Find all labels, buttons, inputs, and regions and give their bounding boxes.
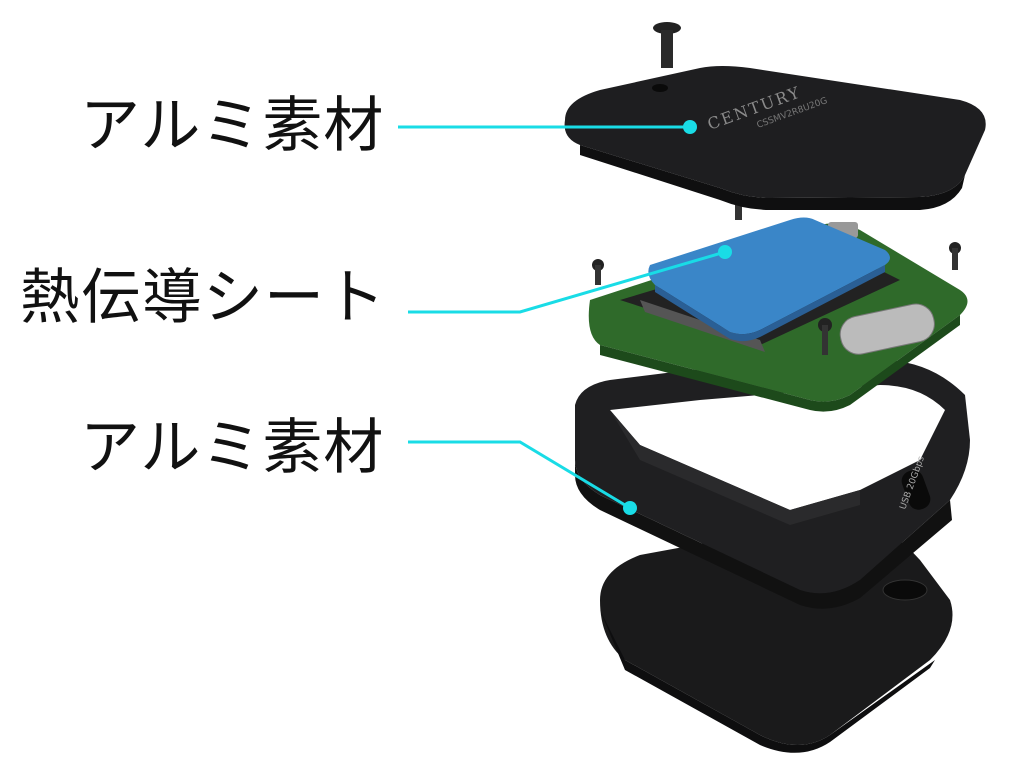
leader-dot-top [683, 120, 697, 134]
leader-dot-middle [718, 245, 732, 259]
aluminum-frame: USB 20Gbps [575, 360, 970, 609]
label-bottom-aluminum: アルミ素材 [80, 413, 385, 483]
label-thermal-sheet: 熱伝導シート [20, 263, 386, 333]
leader-line-bottom [408, 440, 631, 510]
aluminum-lid: CENTURY CSSMV2R8U20G [564, 66, 986, 210]
label-top-aluminum: アルミ素材 [80, 91, 385, 161]
thermal-sheet [648, 217, 890, 342]
screw [735, 195, 742, 220]
leader-lines [398, 125, 726, 510]
leader-dot-bottom [623, 501, 637, 515]
top-screw [653, 22, 681, 68]
leader-line-middle [408, 250, 726, 314]
